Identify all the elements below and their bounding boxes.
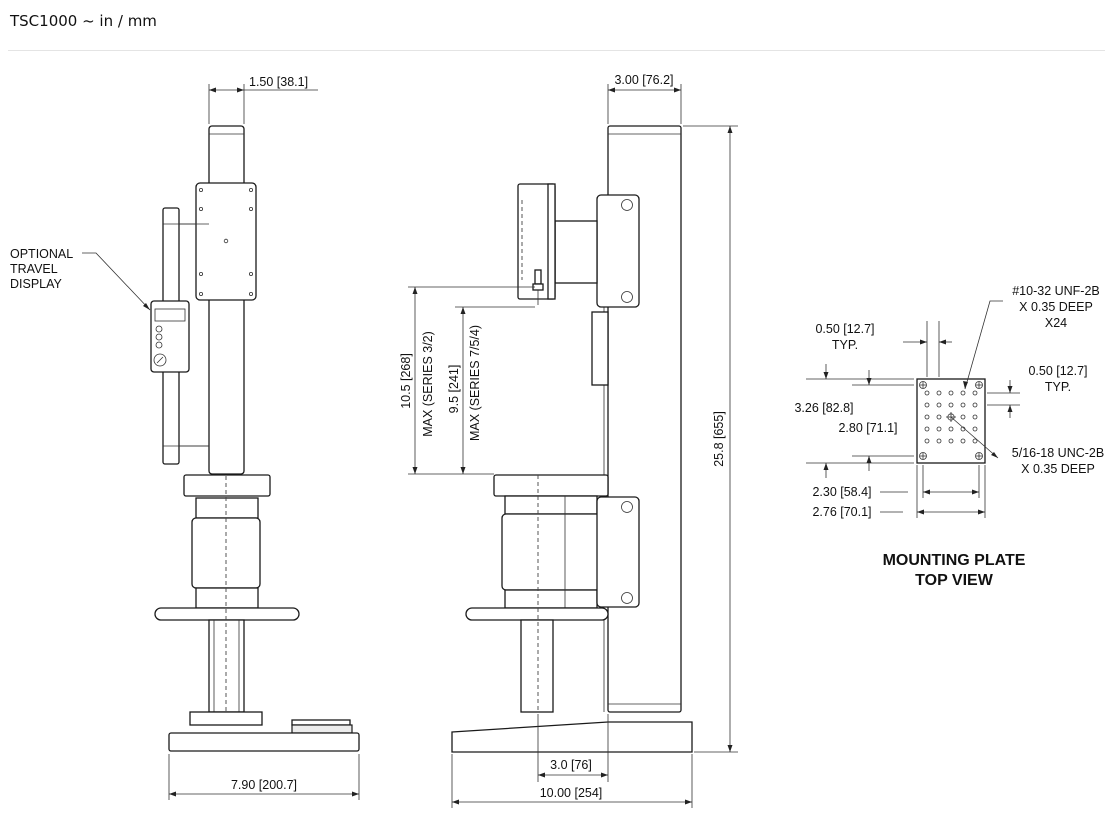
plate-left-typ-dimension: 0.50 [12.7] [815,322,874,336]
plate-heading-line2: TOP VIEW [915,572,994,589]
front-view: 1.50 [38.1] 7.90 [200.7] OPTIONAL TRAVEL… [10,75,360,800]
side-max-travel-2-series: MAX (SERIES 7/5/4) [468,325,482,441]
plate-thread-note-2-line1: 5/16-18 UNC-2B [1012,446,1104,460]
callout-optional: OPTIONAL [10,247,73,261]
side-max-travel-1-series: MAX (SERIES 3/2) [421,331,435,437]
mounting-plate-view: 0.50 [12.7] TYP. 3.26 [82.8] 2.80 [71.1]… [794,284,1104,589]
page-title: TSC1000 ~ in / mm [10,12,157,30]
side-base [451,721,693,753]
side-view: 3.00 [76.2] 25.8 [655] 10.5 [268] MAX (S… [399,73,738,808]
front-carriage-plate [195,182,257,301]
plate-inner-height-dimension: 2.80 [71.1] [838,421,897,435]
side-upper-bracket [596,194,640,308]
side-rail-block [591,311,609,386]
front-lower-shaft [208,619,245,713]
side-handle-bar [465,607,609,621]
side-lower-shaft [520,619,554,713]
plate-outer-height-dimension: 3.26 [82.8] [794,401,853,415]
callout-travel: TRAVEL [10,262,58,276]
side-shaft-offset-dimension: 3.0 [76] [550,758,592,772]
side-overall-height-dimension: 25.8 [655] [712,411,726,467]
plate-thread-note-1-line1: #10-32 UNF-2B [1012,284,1100,298]
page-header: TSC1000 ~ in / mm [0,0,1113,51]
front-top-width-dimension: 1.50 [38.1] [249,75,308,89]
side-lower-bracket [596,496,640,608]
travel-display-unit [150,300,190,373]
plate-right-typ-label: TYP. [1045,380,1071,394]
callout-display: DISPLAY [10,277,63,291]
side-column-width-dimension: 3.00 [76.2] [614,73,673,87]
front-base [168,732,360,752]
side-max-travel-2: 9.5 [241] [447,365,461,414]
plate-outer-width-dimension: 2.76 [70.1] [812,505,871,519]
side-arm [554,220,598,284]
side-collar [493,474,609,497]
side-motor-housing [501,513,601,591]
front-base-width-dimension: 7.90 [200.7] [231,778,297,792]
side-base-depth-dimension: 10.00 [254] [540,786,603,800]
header-divider [8,50,1105,51]
plate-inner-width-dimension: 2.30 [58.4] [812,485,871,499]
plate-thread-note-1-line3: X24 [1045,316,1067,330]
side-max-travel-1: 10.5 [268] [399,353,413,409]
plate-thread-note-2-line2: X 0.35 DEEP [1021,462,1095,476]
front-handle-bar [154,607,300,621]
plate-heading-line1: MOUNTING PLATE [883,552,1026,569]
plate-right-typ-dimension: 0.50 [12.7] [1028,364,1087,378]
plate-left-typ-label: TYP. [832,338,858,352]
plate-thread-note-1-line2: X 0.35 DEEP [1019,300,1093,314]
front-collar [183,474,271,497]
